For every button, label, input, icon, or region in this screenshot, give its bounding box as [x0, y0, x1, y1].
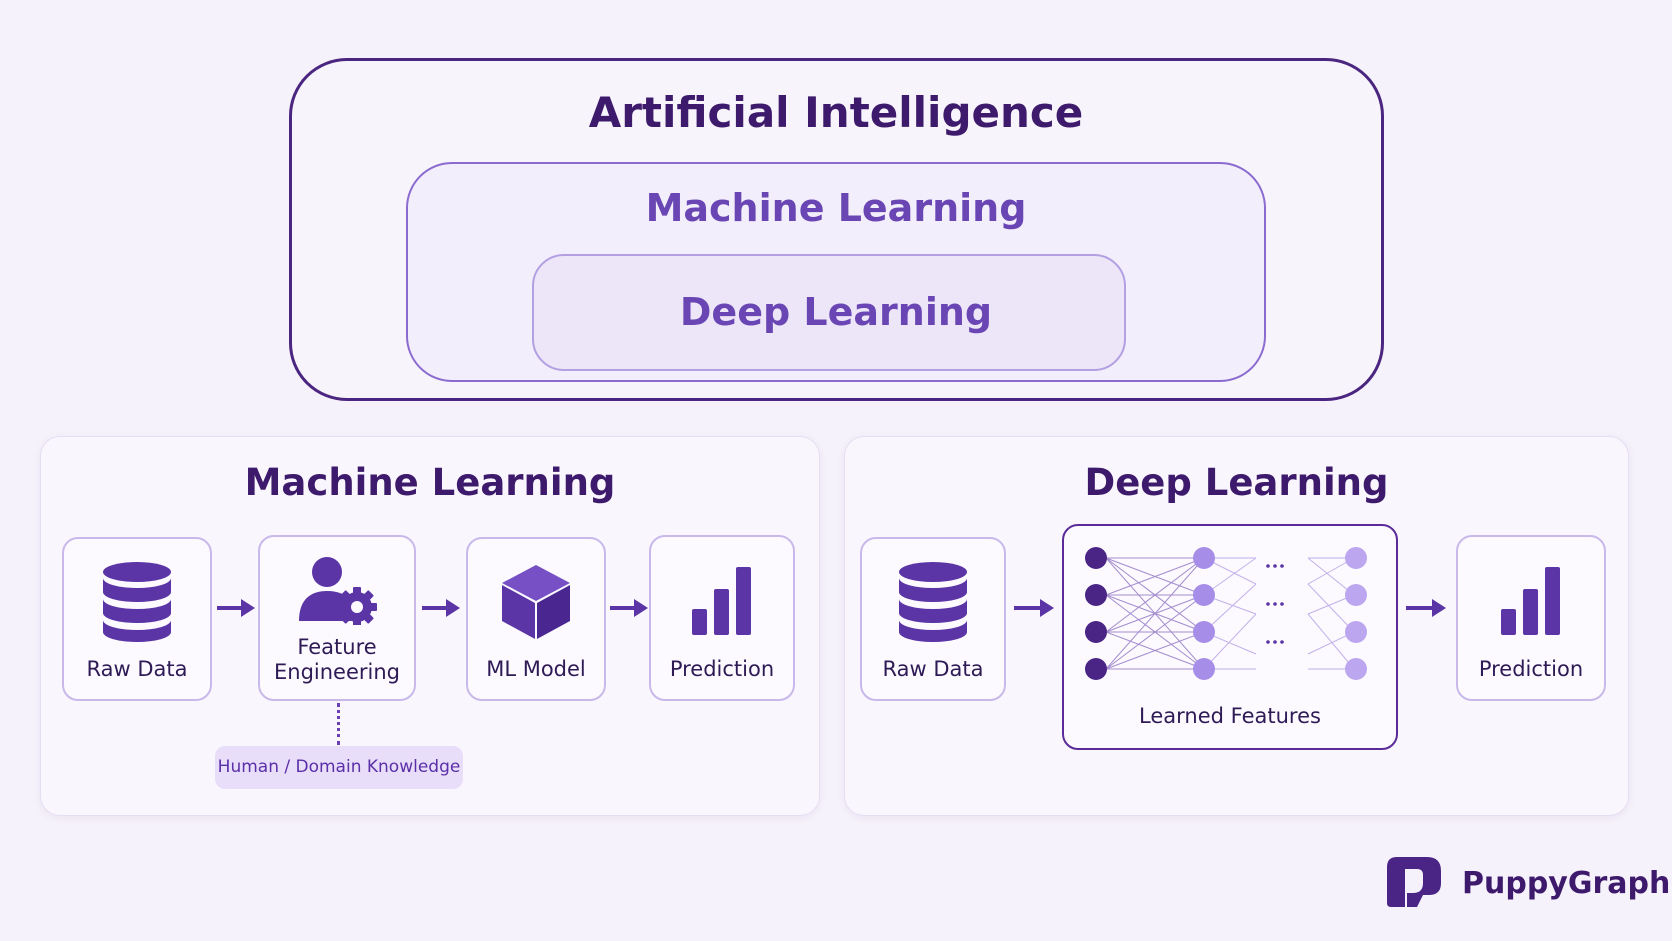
dl-raw-data-node: Raw Data: [860, 537, 1006, 701]
puppygraph-logo-icon: [1387, 857, 1441, 907]
arrow-right-icon: [1406, 599, 1446, 617]
arrow-right-icon: [422, 599, 460, 617]
dl-prediction-label: Prediction: [1478, 657, 1584, 681]
cube-icon: [502, 565, 570, 639]
arrow-right-icon: [610, 599, 648, 617]
brand-name: PuppyGraph: [1462, 866, 1671, 901]
ml-prediction-label: Prediction: [669, 657, 775, 681]
dotted-connector: [337, 703, 340, 745]
feature-engineering-node: Feature Engineering: [258, 535, 416, 701]
feature-engineering-label-2: Engineering: [274, 660, 400, 684]
learned-features-node: Learned Features: [1062, 524, 1398, 750]
neural-network-icon: [1085, 547, 1367, 680]
ml-model-node: ML Model: [466, 537, 606, 701]
human-knowledge-badge: Human / Domain Knowledge: [215, 746, 463, 789]
dl-title: Deep Learning: [679, 290, 993, 334]
dl-raw-data-label: Raw Data: [882, 657, 984, 681]
ml-model-label: ML Model: [486, 657, 586, 681]
dl-panel-title: Deep Learning: [1084, 461, 1389, 504]
database-icon: [899, 562, 967, 642]
ml-prediction-node: Prediction: [649, 535, 795, 701]
dl-prediction-node: Prediction: [1456, 535, 1606, 701]
dl-container: [532, 254, 1126, 371]
ml-panel-title: Machine Learning: [244, 461, 616, 504]
ml-raw-data-node: Raw Data: [62, 537, 212, 701]
bar-chart-icon: [1501, 567, 1560, 635]
ml-raw-data-label: Raw Data: [86, 657, 188, 681]
learned-features-label: Learned Features: [1139, 704, 1321, 728]
ml-title: Machine Learning: [645, 186, 1027, 230]
feature-engineering-label-1: Feature: [297, 635, 377, 659]
ai-title: Artificial Intelligence: [588, 88, 1084, 137]
user-gear-icon: [299, 557, 377, 625]
bar-chart-icon: [692, 567, 751, 635]
arrow-right-icon: [217, 599, 255, 617]
arrow-right-icon: [1014, 599, 1054, 617]
database-icon: [103, 562, 171, 642]
